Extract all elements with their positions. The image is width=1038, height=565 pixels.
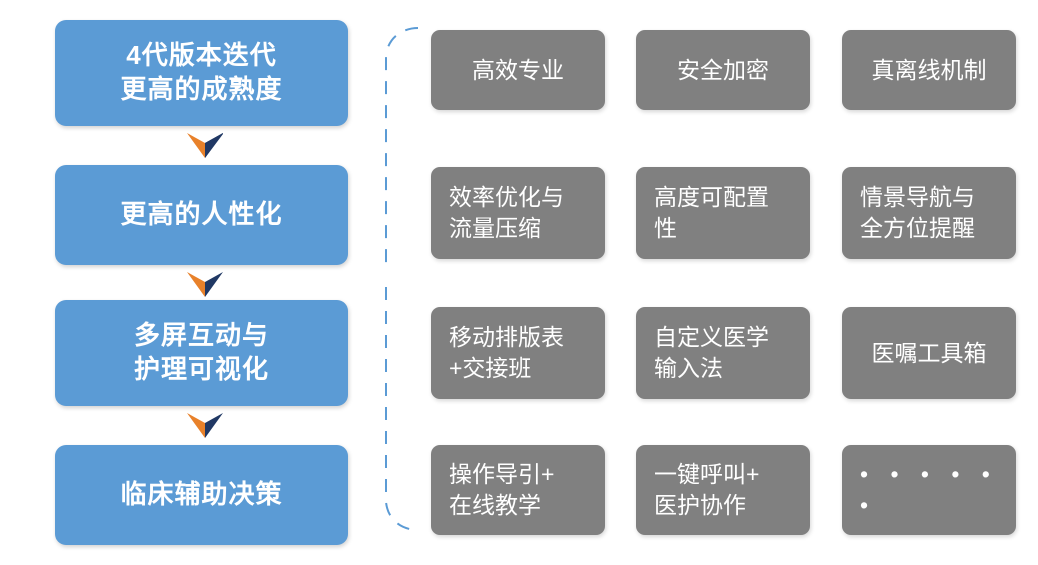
feature-card-4-2-label: 一键呼叫+医护协作 [654,461,760,518]
chevron-down-icon [187,272,223,297]
flow-connector-3 [187,413,223,438]
dashed-left-brace-icon [385,27,419,531]
feature-card-4-1[interactable]: 操作导引+在线教学 [431,445,605,535]
feature-card-2-3-label: 情景导航与全方位提醒 [860,184,975,241]
feature-card-3-3[interactable]: 医嘱工具箱 [842,307,1016,399]
feature-card-1-2[interactable]: 安全加密 [636,30,810,110]
chevron-down-icon [187,133,223,158]
flow-step-1[interactable]: 4代版本迭代更高的成熟度 [55,20,348,126]
flow-connector-2 [187,272,223,297]
feature-card-1-2-label: 安全加密 [677,56,769,83]
feature-card-2-1[interactable]: 效率优化与流量压缩 [431,167,605,259]
feature-card-4-3[interactable]: • • • • • • [842,445,1016,535]
feature-card-4-2[interactable]: 一键呼叫+医护协作 [636,445,810,535]
feature-card-3-3-label: 医嘱工具箱 [871,339,987,366]
feature-card-1-1-label: 高效专业 [472,56,564,83]
feature-card-3-2-label: 自定义医学输入法 [654,324,769,381]
flow-connector-1 [187,133,223,158]
feature-card-1-3-label: 真离线机制 [871,56,987,83]
flow-step-3-label: 多屏互动与护理可视化 [133,320,269,384]
feature-card-1-3[interactable]: 真离线机制 [842,30,1016,110]
feature-card-2-2[interactable]: 高度可配置性 [636,167,810,259]
chevron-down-icon [187,413,223,438]
feature-card-3-1[interactable]: 移动排版表+交接班 [431,307,605,399]
feature-card-2-2-label: 高度可配置性 [654,184,769,241]
feature-card-1-1[interactable]: 高效专业 [431,30,605,110]
feature-card-2-3[interactable]: 情景导航与全方位提醒 [842,167,1016,259]
feature-card-3-2[interactable]: 自定义医学输入法 [636,307,810,399]
feature-card-4-3-label: • • • • • • [860,461,998,518]
flow-column: 4代版本迭代更高的成熟度 更高的人性化 多屏互动与护理可视化 [55,20,348,545]
flow-step-1-label: 4代版本迭代更高的成熟度 [120,40,283,104]
feature-card-3-1-label: 移动排版表+交接班 [449,324,564,381]
dashed-brace-divider [374,24,426,534]
flow-step-3[interactable]: 多屏互动与护理可视化 [55,300,348,406]
flow-step-4-label: 临床辅助决策 [120,479,283,510]
flow-step-4[interactable]: 临床辅助决策 [55,445,348,545]
flow-step-2-label: 更高的人性化 [120,199,283,230]
flow-step-2[interactable]: 更高的人性化 [55,165,348,265]
feature-card-4-1-label: 操作导引+在线教学 [449,461,555,518]
feature-card-2-1-label: 效率优化与流量压缩 [449,184,564,241]
feature-grid: 高效专业 安全加密 真离线机制 效率优化与流量压缩 高度可配置性 情景导航与全方… [431,30,1021,535]
